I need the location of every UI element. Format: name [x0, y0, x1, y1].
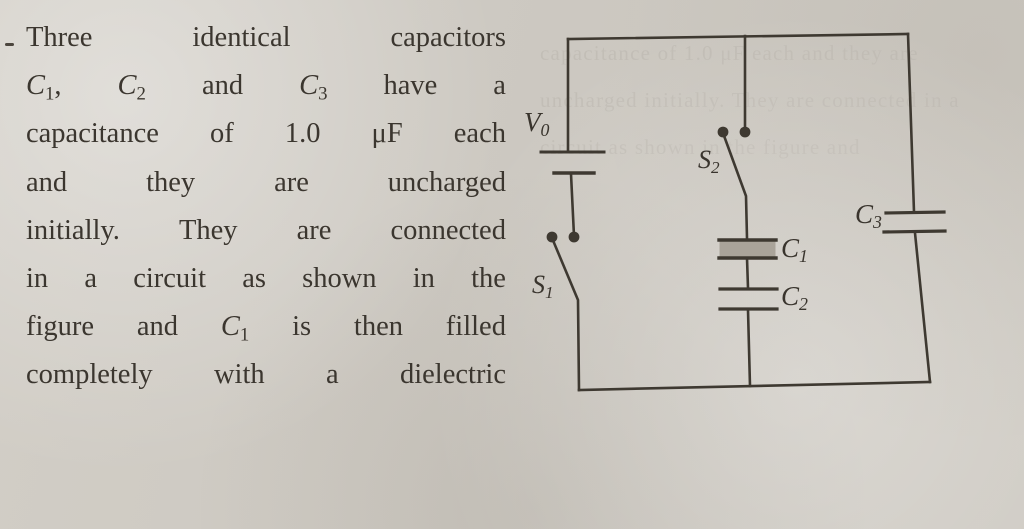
problem-line-8: completely with a dielectric — [26, 351, 506, 399]
problem-statement: Three identical capacitors C1, C2 and C3… — [26, 14, 506, 400]
word: connected — [390, 214, 506, 246]
capacitor-label-c3: C3 — [855, 199, 882, 232]
wire-s1-blade-to-bottom — [550, 236, 581, 392]
capacitor-label-c1: C1 — [781, 233, 808, 266]
word: capacitors — [390, 22, 506, 53]
symbol-letter: C — [117, 70, 137, 102]
word: filled — [445, 311, 506, 343]
word: are — [296, 214, 332, 246]
word: completely — [26, 359, 153, 391]
label-subscript: 2 — [799, 293, 808, 314]
symbol-letter: C — [220, 311, 240, 343]
word: a — [84, 263, 98, 295]
capacitor-label-c2: C2 — [781, 281, 808, 314]
word: They — [178, 214, 238, 246]
wire-s2-blade-to-c1 — [721, 131, 749, 240]
circuit-schematic-svg — [539, 32, 947, 392]
label-letter: V — [524, 107, 541, 137]
word: μF — [371, 118, 403, 150]
label-letter: S — [698, 145, 711, 174]
label-subscript: 1 — [799, 245, 808, 266]
problem-line-3: capacitance of 1.0 μF each — [26, 110, 506, 158]
word: initially. — [26, 214, 120, 246]
battery-label-v0: V0 — [524, 107, 550, 140]
word: and — [136, 311, 179, 343]
wire-left-to-s1 — [569, 172, 576, 238]
symbol-c2: C2 — [118, 62, 146, 110]
s2-left-terminal-dot — [717, 126, 729, 138]
word: Three — [26, 22, 93, 53]
word: are — [274, 166, 309, 198]
symbol-letter: C — [299, 70, 319, 102]
word: dielectric — [399, 359, 506, 391]
word: of — [209, 118, 234, 150]
problem-line-7: figure and C1 is then filled — [26, 303, 506, 351]
word: circuit — [133, 263, 206, 295]
c3-bottom-plate — [882, 229, 947, 234]
wire-c1-to-c2 — [745, 256, 750, 290]
symbol-subscript: 2 — [136, 83, 146, 105]
wire-right-lower — [913, 231, 932, 384]
label-letter: C — [855, 199, 874, 229]
wire-c2-to-bottom — [746, 308, 752, 388]
label-subscript: 3 — [873, 211, 882, 232]
word: capacitance — [26, 118, 159, 150]
word: identical — [192, 22, 291, 53]
problem-line-1: Three identical capacitors — [26, 14, 506, 62]
word: uncharged — [387, 166, 506, 198]
s1-left-terminal-dot — [546, 231, 558, 243]
switch-label-s2: S2 — [698, 145, 720, 177]
s2-right-terminal-dot — [739, 126, 751, 138]
word: in — [26, 263, 49, 295]
word: as — [242, 263, 266, 295]
symbol-c1: C1 — [221, 303, 249, 351]
problem-line-4: and they are uncharged — [26, 159, 506, 207]
s1-right-terminal-dot — [568, 231, 580, 243]
word: the — [471, 263, 506, 295]
c1-dielectric-fill — [719, 241, 776, 257]
word: and — [26, 166, 68, 198]
label-letter: C — [781, 233, 800, 263]
word: have — [383, 70, 438, 102]
wire-top-rail — [566, 32, 910, 41]
word: 1.0 — [284, 118, 321, 150]
problem-text-column: Three identical capacitors C1, C2 and C3… — [5, 14, 506, 400]
label-subscript: 1 — [545, 282, 554, 302]
word: with — [213, 359, 265, 391]
bullet-dash-marker — [5, 43, 14, 46]
symbol-subscript: 1 — [239, 324, 250, 346]
word: is — [292, 311, 312, 343]
word: they — [146, 166, 196, 198]
word: shown — [302, 263, 377, 295]
circuit-diagram: V0 S2 S1 C1 C2 C3 — [516, 0, 1024, 529]
comma: , — [54, 70, 62, 102]
label-letter: C — [781, 281, 800, 311]
problem-line-5: initially. They are connected — [26, 207, 506, 255]
symbol-subscript: 1 — [45, 83, 55, 105]
symbol-c3: C3 — [299, 62, 327, 110]
switch-label-s1: S1 — [532, 270, 554, 302]
word: a — [325, 359, 339, 391]
wire-right-upper — [906, 32, 916, 214]
label-subscript: 2 — [711, 157, 720, 177]
word: figure — [26, 311, 95, 343]
word: a — [493, 70, 506, 102]
word: each — [453, 118, 506, 150]
problem-line-2: C1, C2 and C3 have a — [26, 62, 506, 110]
word: and — [201, 70, 244, 102]
problem-line-6: in a circuit as shown in the — [26, 255, 506, 303]
symbol-subscript: 3 — [318, 83, 328, 105]
c3-top-plate — [884, 210, 946, 215]
word: in — [412, 263, 435, 295]
symbol-letter: C — [26, 70, 46, 102]
label-subscript: 0 — [540, 119, 550, 140]
symbol-c1: C1, — [26, 62, 62, 110]
wire-bottom-rail — [577, 380, 932, 392]
word: then — [353, 311, 403, 343]
label-letter: S — [532, 270, 545, 299]
